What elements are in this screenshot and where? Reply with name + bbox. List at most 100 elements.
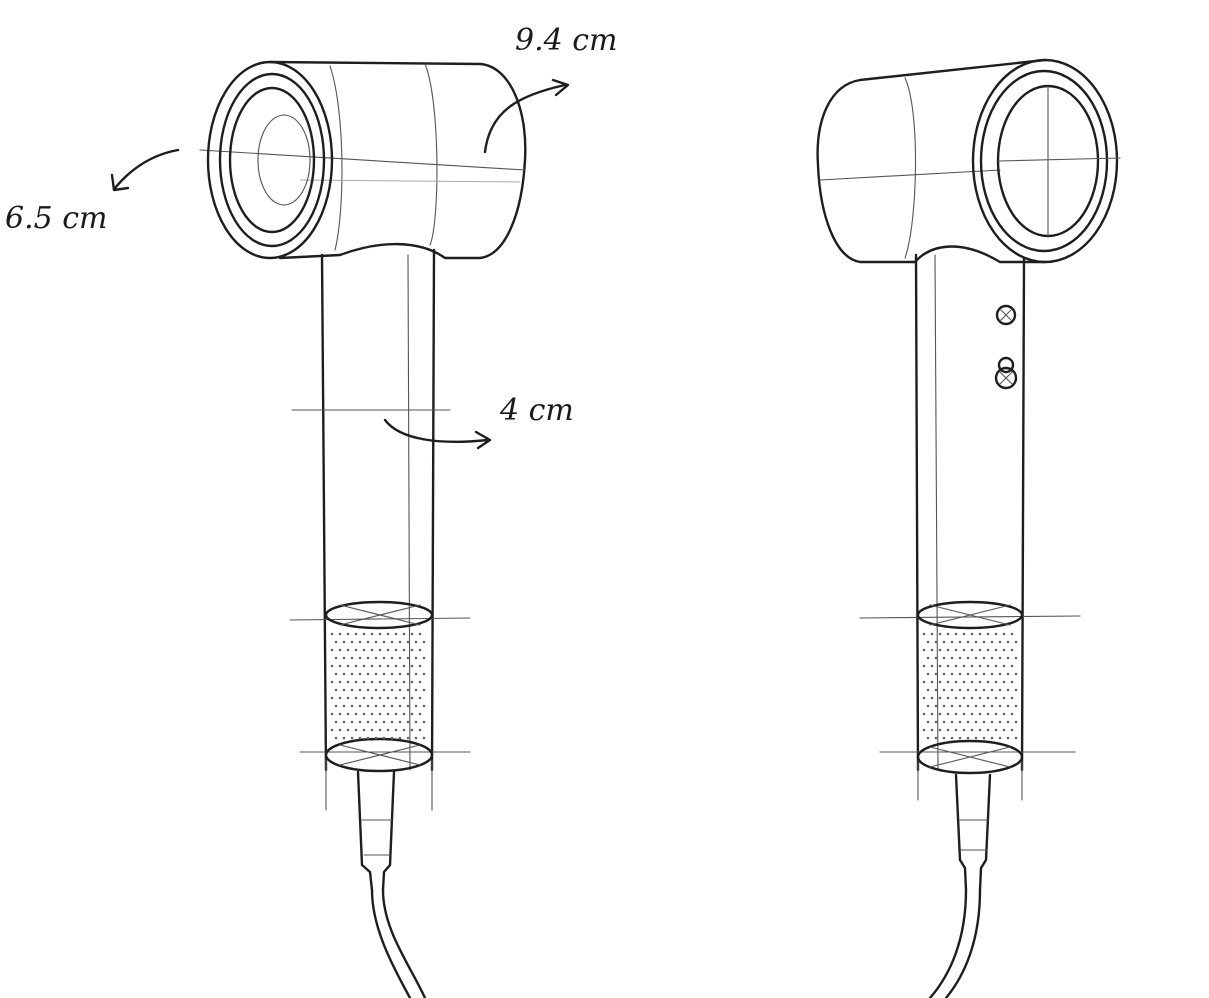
- perforation-dot: [954, 712, 958, 716]
- perforation-dot: [930, 632, 934, 636]
- perforation-dot: [974, 736, 978, 740]
- perforation-dot: [374, 736, 378, 740]
- perforation-dot: [958, 688, 962, 692]
- perforation-dot: [370, 728, 374, 732]
- perforation-dot: [334, 720, 338, 724]
- perforation-dot: [926, 688, 930, 692]
- perforation-dot: [958, 720, 962, 724]
- perforation-dot: [414, 688, 418, 692]
- perforation-dot: [358, 640, 362, 644]
- perforation-dot: [982, 736, 986, 740]
- perforation-dot: [950, 672, 954, 676]
- perforation-dot: [410, 664, 414, 668]
- perforation-dot: [958, 704, 962, 708]
- perforation-dot: [398, 672, 402, 676]
- perforation-dot: [982, 688, 986, 692]
- perforation-dot: [998, 704, 1002, 708]
- perforation-dot: [998, 656, 1002, 660]
- perforation-dot: [418, 696, 422, 700]
- perforation-dot: [406, 720, 410, 724]
- perforation-dot: [926, 640, 930, 644]
- perforation-dot: [378, 696, 382, 700]
- perforation-dot: [346, 728, 350, 732]
- perforation-dot: [962, 696, 966, 700]
- perforation-dot: [978, 648, 982, 652]
- perforation-dot: [926, 720, 930, 724]
- perforation-dot: [418, 632, 422, 636]
- perforation-dot: [402, 632, 406, 636]
- perforation-dot: [950, 720, 954, 724]
- perforation-dot: [998, 736, 1002, 740]
- perforation-dot: [930, 696, 934, 700]
- perforation-dot: [970, 632, 974, 636]
- right-cord: [928, 773, 992, 998]
- perforation-dot: [1014, 672, 1018, 676]
- perforation-dot: [942, 720, 946, 724]
- perforation-dot: [954, 728, 958, 732]
- perforation-dot: [978, 728, 982, 732]
- perforation-dot: [358, 688, 362, 692]
- perforation-dot: [366, 672, 370, 676]
- perforation-dot: [418, 648, 422, 652]
- perforation-dot: [982, 656, 986, 660]
- perforation-dot: [414, 656, 418, 660]
- perforation-dot: [362, 632, 366, 636]
- perforation-dot: [950, 736, 954, 740]
- perforation-dot: [938, 680, 942, 684]
- perforation-dot: [946, 632, 950, 636]
- perforation-dot: [394, 728, 398, 732]
- perforation-dot: [330, 648, 334, 652]
- perforation-dot: [378, 664, 382, 668]
- perforation-dot: [966, 720, 970, 724]
- perforation-dot: [418, 680, 422, 684]
- perforation-dot: [410, 648, 414, 652]
- perforation-dot: [366, 656, 370, 660]
- perforation-dot: [374, 688, 378, 692]
- perforation-dot: [974, 720, 978, 724]
- perforation-dot: [358, 704, 362, 708]
- perforation-dot: [978, 680, 982, 684]
- perforation-dot: [938, 648, 942, 652]
- perforation-dot: [342, 720, 346, 724]
- perforation-dot: [942, 704, 946, 708]
- perforation-dot: [410, 632, 414, 636]
- perforation-dot: [378, 712, 382, 716]
- perforation-dot: [990, 720, 994, 724]
- perforation-dot: [402, 712, 406, 716]
- perforation-dot: [386, 712, 390, 716]
- perforation-dot: [422, 688, 426, 692]
- perforation-dot: [346, 664, 350, 668]
- perforation-dot: [422, 672, 426, 676]
- perforation-dot: [986, 728, 990, 732]
- right-hair-dryer: [816, 58, 1121, 998]
- perforation-dot: [346, 632, 350, 636]
- perforation-dot: [990, 704, 994, 708]
- perforation-dot: [978, 712, 982, 716]
- perforation-dot: [942, 688, 946, 692]
- perforation-dot: [350, 656, 354, 660]
- perforation-dot: [378, 728, 382, 732]
- left-cord: [356, 770, 427, 998]
- perforation-dot: [958, 640, 962, 644]
- perforation-dot: [350, 688, 354, 692]
- perforation-dot: [414, 720, 418, 724]
- perforation-dot: [962, 648, 966, 652]
- perforation-dot: [978, 632, 982, 636]
- perforation-dot: [406, 704, 410, 708]
- perforation-dot: [1010, 728, 1014, 732]
- perforation-dot: [994, 664, 998, 668]
- perforation-dot: [382, 656, 386, 660]
- perforation-dot: [414, 736, 418, 740]
- perforation-dot: [386, 648, 390, 652]
- perforation-dot: [338, 696, 342, 700]
- perforation-dot: [354, 664, 358, 668]
- perforation-dot: [410, 728, 414, 732]
- perforation-dot: [362, 648, 366, 652]
- perforation-dot: [366, 640, 370, 644]
- perforation-dot: [990, 640, 994, 644]
- right-handle: [859, 253, 1081, 801]
- perforation-dot: [330, 632, 334, 636]
- perforation-dot: [958, 656, 962, 660]
